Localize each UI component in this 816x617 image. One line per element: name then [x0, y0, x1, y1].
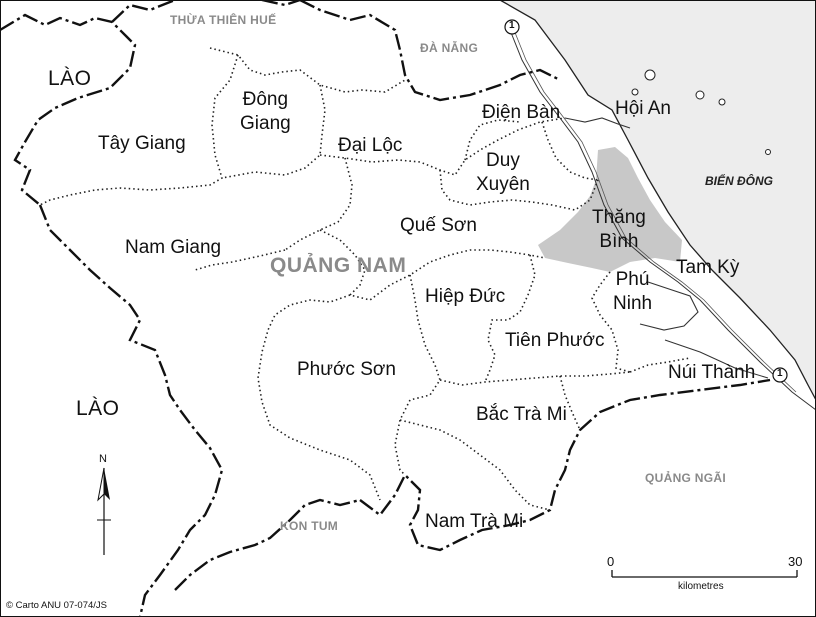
- label-province-quang-nam: QUẢNG NAM: [270, 254, 407, 277]
- label-bac-tra-mi: Bắc Trà Mi: [476, 404, 567, 425]
- label-quang-ngai: QUẢNG NGÃI: [645, 471, 726, 485]
- highway-1-parallel: [513, 29, 797, 393]
- river-tam-ky: [639, 281, 699, 331]
- river-nui-thanh: [664, 339, 769, 379]
- label-thua-thien-hue: THỪA THIÊN HUẾ: [170, 13, 277, 27]
- coastline: [499, 0, 816, 401]
- label-nui-thanh: Núi Thành: [668, 362, 756, 383]
- scale-min-label: 0: [607, 554, 615, 569]
- label-phu-ninh-line2: Ninh: [613, 292, 653, 314]
- label-hiep-duc: Hiệp Đức: [425, 286, 506, 307]
- river-thu-bon: [564, 117, 631, 129]
- label-tay-giang: Tây Giang: [98, 133, 186, 154]
- label-lao-north: LÀO: [48, 67, 92, 90]
- label-que-son: Quế Sơn: [400, 215, 477, 236]
- label-duy-xuyen-line1: Duy: [486, 150, 520, 171]
- label-thang-binh-line2: Bình: [599, 230, 639, 252]
- island: [718, 98, 726, 106]
- scale-unit-label: kilometres: [678, 581, 724, 592]
- label-thang-binh: Thăng Bình: [592, 206, 646, 254]
- highway-1-shield-south: [772, 367, 788, 383]
- district-boundaries: [39, 47, 691, 511]
- label-bien-dong: BIỂN ĐÔNG: [705, 174, 774, 188]
- label-dien-ban: Điện Bàn: [482, 102, 561, 123]
- label-phuoc-son: Phước Sơn: [297, 359, 396, 380]
- label-tam-ky: Tam Kỳ: [676, 257, 740, 278]
- island: [631, 88, 639, 96]
- label-duy-xuyen-line2: Xuyên: [476, 173, 530, 195]
- island: [765, 149, 771, 155]
- highway-1-shield-north: [504, 19, 520, 35]
- province-boundary: [0, 0, 771, 617]
- label-nam-tra-mi: Nam Trà Mi: [425, 511, 524, 532]
- label-dong-giang: Đông Giang: [240, 88, 291, 136]
- label-nam-giang: Nam Giang: [125, 237, 222, 258]
- map-credit: © Carto ANU 07-074/JS: [6, 600, 107, 611]
- highway-1-number-north: 1: [509, 20, 515, 31]
- highway-1: [509, 29, 816, 411]
- label-dai-loc: Đại Lộc: [338, 135, 403, 156]
- label-phu-ninh: Phú Ninh: [613, 268, 652, 316]
- label-hoi-an: Hội An: [615, 98, 671, 119]
- label-kon-tum: KON TUM: [280, 519, 339, 533]
- label-duy-xuyen: Duy Xuyên: [476, 149, 530, 197]
- scale-max-label: 30: [788, 554, 803, 569]
- north-arrow-head: [104, 468, 110, 500]
- label-tien-phuoc: Tiên Phước: [505, 330, 605, 351]
- label-da-nang: ĐÀ NẴNG: [420, 41, 479, 55]
- label-lao-south: LÀO: [76, 397, 120, 420]
- island: [644, 69, 656, 81]
- island: [695, 90, 705, 100]
- north-arrow-head-hollow: [97, 467, 105, 502]
- sea-area: [500, 0, 816, 400]
- north-arrow-letter: N: [99, 453, 107, 465]
- label-dong-giang-line1: Đông: [242, 89, 289, 110]
- label-dong-giang-line2: Giang: [240, 112, 291, 134]
- label-phu-ninh-line1: Phú: [615, 269, 650, 290]
- label-thang-binh-line1: Thăng: [592, 207, 646, 228]
- highway-1-number-south: 1: [777, 368, 783, 379]
